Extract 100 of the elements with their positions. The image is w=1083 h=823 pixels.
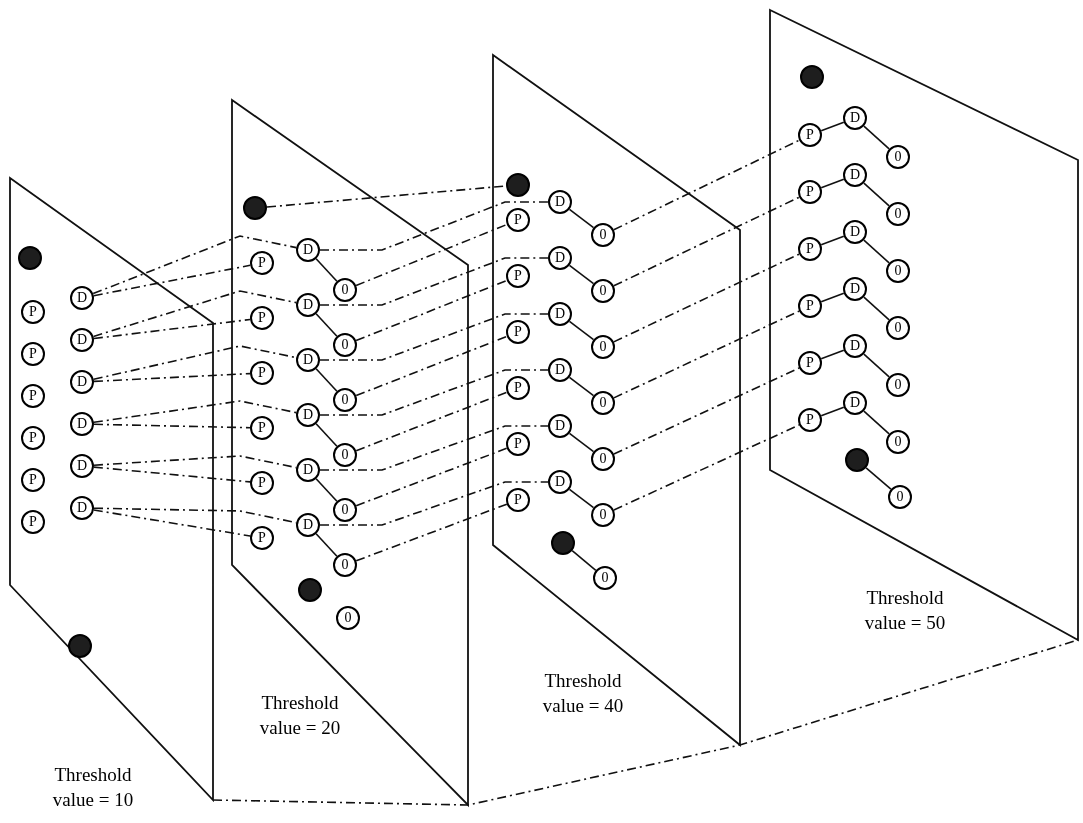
state-node: D xyxy=(843,391,867,415)
state-node: D xyxy=(296,293,320,317)
dash-dot-connector xyxy=(613,139,800,231)
state-node: D xyxy=(296,403,320,427)
state-node: D xyxy=(548,470,572,494)
dash-dot-connector xyxy=(93,466,251,483)
dash-dot-connector xyxy=(355,447,508,507)
connector-line xyxy=(820,178,845,189)
threshold-label: Threshold value = 20 xyxy=(258,691,342,740)
state-node: 0 xyxy=(886,373,910,397)
state-node: P xyxy=(798,408,822,432)
connector-line xyxy=(571,549,597,572)
state-node: 0 xyxy=(886,202,910,226)
state-node: D xyxy=(843,163,867,187)
state-node: P xyxy=(798,237,822,261)
state-node: D xyxy=(843,334,867,358)
state-node: 0 xyxy=(886,145,910,169)
state-node: D xyxy=(548,302,572,326)
dash-dot-connector xyxy=(319,257,549,306)
connector-line xyxy=(315,423,338,447)
state-node: P xyxy=(21,468,45,492)
state-node: 0 xyxy=(591,223,615,247)
state-node: 0 xyxy=(333,553,357,577)
dash-dot-connector xyxy=(355,279,508,342)
state-node: P xyxy=(506,320,530,344)
state-node: D xyxy=(843,277,867,301)
dash-dot-connector xyxy=(613,310,800,399)
state-node: P xyxy=(21,300,45,324)
dash-dot-connector xyxy=(92,290,297,338)
state-node: 0 xyxy=(333,333,357,357)
dash-dot-connector xyxy=(355,335,508,397)
state-node: P xyxy=(250,306,274,330)
dash-dot-connector xyxy=(93,372,251,383)
state-node: P xyxy=(250,361,274,385)
state-node: 0 xyxy=(591,503,615,527)
state-node: 0 xyxy=(591,279,615,303)
connector-line xyxy=(568,320,595,341)
state-node: 0 xyxy=(336,606,360,630)
state-node: D xyxy=(70,412,94,436)
connector-line xyxy=(568,432,595,453)
dash-dot-connector xyxy=(355,503,508,562)
state-node: 0 xyxy=(886,259,910,283)
dash-dot-connector xyxy=(319,425,549,471)
state-node: 0 xyxy=(333,443,357,467)
state-node: P xyxy=(798,180,822,204)
dash-dot-connector xyxy=(613,367,800,455)
connector-line xyxy=(568,208,595,229)
connector-line xyxy=(315,313,338,337)
state-node: D xyxy=(296,458,320,482)
connector-line xyxy=(568,376,595,397)
state-node: P xyxy=(250,416,274,440)
state-node: P xyxy=(250,526,274,550)
state-node: P xyxy=(506,208,530,232)
dash-dot-connector xyxy=(319,313,549,361)
connector-line xyxy=(863,239,890,264)
state-node: P xyxy=(21,342,45,366)
state-node: 0 xyxy=(591,335,615,359)
state-node: D xyxy=(70,496,94,520)
state-node: P xyxy=(506,376,530,400)
state-node: P xyxy=(250,251,274,275)
state-node: P xyxy=(506,488,530,512)
state-node: D xyxy=(548,190,572,214)
state-node: 0 xyxy=(591,391,615,415)
dash-dot-connector xyxy=(92,235,297,295)
state-node: D xyxy=(548,246,572,270)
connector-line xyxy=(863,182,890,207)
connector-line xyxy=(820,235,845,246)
connector-line xyxy=(315,533,338,557)
state-node: P xyxy=(798,294,822,318)
state-node: D xyxy=(843,220,867,244)
state-node: 0 xyxy=(333,278,357,302)
state-node: 0 xyxy=(333,388,357,412)
state-node: D xyxy=(548,414,572,438)
threshold-plane xyxy=(491,53,742,747)
connector-line xyxy=(820,349,845,360)
state-node: 0 xyxy=(886,316,910,340)
dash-dot-connector xyxy=(319,481,549,526)
state-node: D xyxy=(296,238,320,262)
connector-line xyxy=(863,353,890,378)
state-node: 0 xyxy=(888,485,912,509)
dash-dot-connector xyxy=(93,264,251,297)
state-node: P xyxy=(798,123,822,147)
state-node: 0 xyxy=(333,498,357,522)
connector-line xyxy=(863,125,890,150)
connector-line xyxy=(315,478,338,502)
state-node: P xyxy=(21,384,45,408)
connector-line xyxy=(315,258,338,282)
threshold-label: Threshold value = 50 xyxy=(863,586,947,635)
state-node: D xyxy=(843,106,867,130)
state-node: D xyxy=(70,286,94,310)
threshold-plane xyxy=(230,98,470,808)
state-node: P xyxy=(506,432,530,456)
dash-dot-connector xyxy=(93,509,251,537)
state-node: 0 xyxy=(591,447,615,471)
state-node: D xyxy=(70,370,94,394)
dash-dot-connector xyxy=(93,318,251,340)
dash-dot-connector xyxy=(319,201,549,251)
dash-dot-connector xyxy=(93,400,297,424)
connector-line xyxy=(865,467,892,490)
dash-dot-connector xyxy=(613,196,800,287)
